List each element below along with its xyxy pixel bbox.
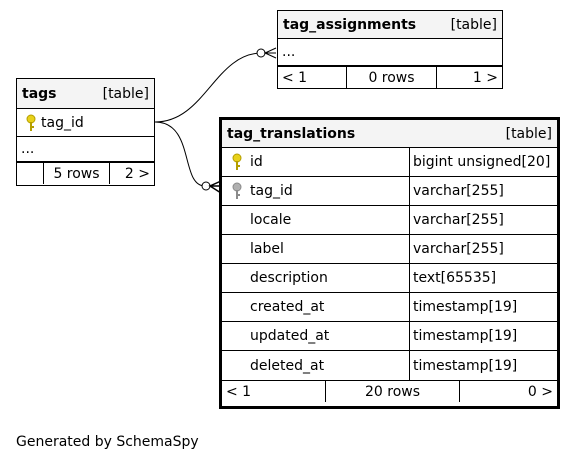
column-row-deleted-at: deleted_at timestamp[19] — [222, 351, 557, 380]
footer-row-count: 5 rows — [44, 163, 110, 184]
column-name: tag_id — [41, 114, 84, 131]
column-type: varchar[255] — [413, 241, 504, 257]
footer-next: 1 > — [472, 69, 498, 86]
column-row-description: description text[65535] — [222, 264, 557, 293]
column-type: varchar[255] — [413, 183, 504, 199]
column-name: updated_at — [250, 328, 330, 344]
table-footer: 5 rows 2 > — [17, 162, 154, 184]
column-type: varchar[255] — [413, 212, 504, 228]
footer-row-count: 0 rows — [347, 67, 437, 88]
more-columns-row: ... — [278, 39, 502, 66]
column-row-tag-id: tag_id varchar[255] — [222, 177, 557, 206]
column-type: bigint unsigned[20] — [413, 154, 551, 170]
table-tag-translations[interactable]: tag_translations [table] id bigint unsign… — [219, 117, 560, 409]
column-name: locale — [250, 212, 292, 228]
column-name: description — [250, 270, 328, 286]
table-name: tag_translations — [227, 125, 356, 142]
footer-next: 0 > — [527, 383, 553, 400]
column-name: label — [250, 241, 284, 257]
column-row-created-at: created_at timestamp[19] — [222, 293, 557, 322]
table-name: tags — [22, 85, 57, 102]
column-name: created_at — [250, 299, 325, 315]
table-tags[interactable]: tags [table] tag_id ... 5 rows 2 > — [16, 78, 155, 186]
footer-row-count: 20 rows — [326, 381, 460, 402]
column-row-updated-at: updated_at timestamp[19] — [222, 322, 557, 351]
column-row-locale: locale varchar[255] — [222, 206, 557, 235]
key-icon — [227, 153, 247, 171]
table-header: tag_assignments [table] — [278, 11, 502, 39]
column-type: timestamp[19] — [413, 328, 518, 344]
edge-tags-to-tag-translations — [154, 121, 206, 187]
table-header: tag_translations [table] — [222, 120, 557, 148]
footer-prev: < 1 — [278, 67, 347, 88]
more-columns-ellipsis: ... — [282, 44, 296, 60]
column-row-tag-id: tag_id — [17, 109, 154, 137]
edge-crowfoot — [263, 47, 277, 59]
table-header: tags [table] — [17, 79, 154, 109]
key-icon — [21, 114, 41, 132]
table-footer: < 1 20 rows 0 > — [222, 380, 557, 402]
table-name: tag_assignments — [283, 16, 417, 33]
footer-prev: < 1 — [222, 381, 326, 402]
credit-text: Generated by SchemaSpy — [16, 434, 199, 450]
column-name: deleted_at — [250, 357, 325, 374]
table-kind: [table] — [102, 85, 149, 102]
table-footer: < 1 0 rows 1 > — [278, 66, 502, 88]
more-columns-ellipsis: ... — [21, 141, 35, 157]
column-row-id: id bigint unsigned[20] — [222, 148, 557, 177]
edge-tags-to-tag-assignments — [154, 52, 263, 123]
column-name: id — [250, 154, 263, 170]
column-type: timestamp[19] — [413, 357, 518, 374]
table-kind: [table] — [505, 125, 552, 142]
column-type: text[65535] — [413, 270, 497, 286]
footer-next: 2 > — [124, 165, 150, 182]
column-type: timestamp[19] — [413, 299, 518, 315]
table-kind: [table] — [450, 16, 497, 33]
table-tag-assignments[interactable]: tag_assignments [table] ... < 1 0 rows 1… — [277, 10, 503, 89]
footer-prev — [17, 163, 44, 184]
column-name: tag_id — [250, 183, 293, 199]
column-row-label: label varchar[255] — [222, 235, 557, 264]
key-icon — [227, 182, 247, 200]
more-columns-row: ... — [17, 137, 154, 162]
